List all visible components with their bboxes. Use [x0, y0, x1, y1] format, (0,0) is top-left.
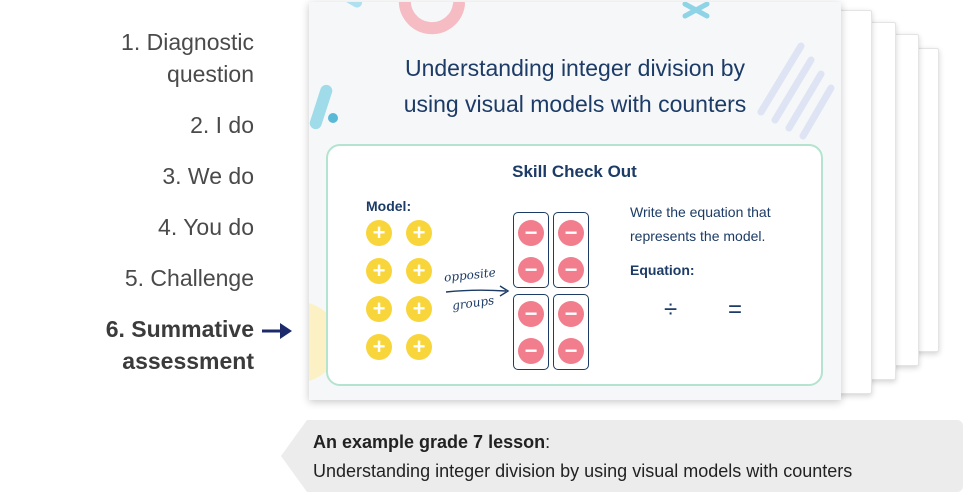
caption-heading-bold: An example grade 7 lesson — [313, 432, 546, 452]
step-3-label: 3. We do — [162, 163, 254, 189]
lesson-steps: 1. Diagnostic question 2. I do 3. We do … — [0, 26, 254, 396]
negative-counter: − — [518, 301, 544, 327]
step-6-label-continued: assessment — [122, 348, 254, 374]
divide-symbol: ÷ — [664, 296, 678, 323]
equals-symbol: = — [728, 296, 743, 323]
arrow-right-icon — [262, 323, 292, 339]
positive-counter: + — [366, 334, 392, 360]
caption-lesson-title: Understanding integer division by using … — [313, 461, 853, 481]
counter-group — [553, 294, 589, 370]
negative-counter: − — [518, 257, 544, 283]
negative-counter: − — [518, 220, 544, 246]
positive-counter: + — [406, 220, 432, 246]
lesson-caption: An example grade 7 lesson: Understanding… — [281, 420, 963, 492]
step-1-label: 1. Diagnostic — [121, 29, 254, 55]
skill-check-out-card: Skill Check Out Model: + + + + + + + + o… — [326, 144, 823, 386]
step-5-label: 5. Challenge — [124, 265, 254, 291]
counter-group — [553, 212, 589, 288]
step-2-label: 2. I do — [190, 112, 254, 138]
counter-group — [513, 294, 549, 370]
handwritten-arrow-icon — [445, 285, 510, 297]
positive-counter: + — [366, 220, 392, 246]
model-label: Model: — [366, 198, 412, 214]
negative-counter: − — [558, 301, 584, 327]
positive-counter: + — [366, 258, 392, 284]
slide-title: Understanding integer division by using … — [349, 50, 801, 122]
negative-counter: − — [558, 338, 584, 364]
positive-counter: + — [406, 258, 432, 284]
lesson-slide[interactable]: Understanding integer division by using … — [309, 2, 841, 400]
stacked-slide-1 — [836, 10, 872, 394]
slide-title-line-2: using visual models with counters — [403, 91, 747, 117]
step-we-do[interactable]: 3. We do — [0, 160, 254, 192]
skill-check-out-title: Skill Check Out — [512, 162, 637, 181]
positive-counter: + — [406, 296, 432, 322]
step-6-label: 6. Summative — [105, 316, 254, 342]
counter-group — [513, 212, 549, 288]
slide-title-line-1: Understanding integer division by — [404, 55, 746, 81]
equation-prompt: Write the equation that represents the m… — [630, 204, 771, 244]
step-i-do[interactable]: 2. I do — [0, 109, 254, 141]
caption-heading: An example grade 7 lesson: — [313, 432, 550, 453]
opposite-label: opposite — [443, 265, 497, 285]
step-summative-assessment[interactable]: 6. Summative assessment — [0, 313, 254, 377]
step-challenge[interactable]: 5. Challenge — [0, 262, 254, 294]
caption-colon: : — [545, 432, 551, 452]
equation-label: Equation: — [630, 262, 695, 278]
step-1-label-continued: question — [167, 61, 254, 87]
positive-counter: + — [366, 296, 392, 322]
step-diagnostic-question[interactable]: 1. Diagnostic question — [0, 26, 254, 90]
step-4-label: 4. You do — [158, 214, 254, 240]
negative-counter: − — [558, 257, 584, 283]
step-you-do[interactable]: 4. You do — [0, 211, 254, 243]
positive-counter: + — [406, 334, 432, 360]
negative-counter: − — [518, 338, 544, 364]
negative-counter: − — [558, 220, 584, 246]
